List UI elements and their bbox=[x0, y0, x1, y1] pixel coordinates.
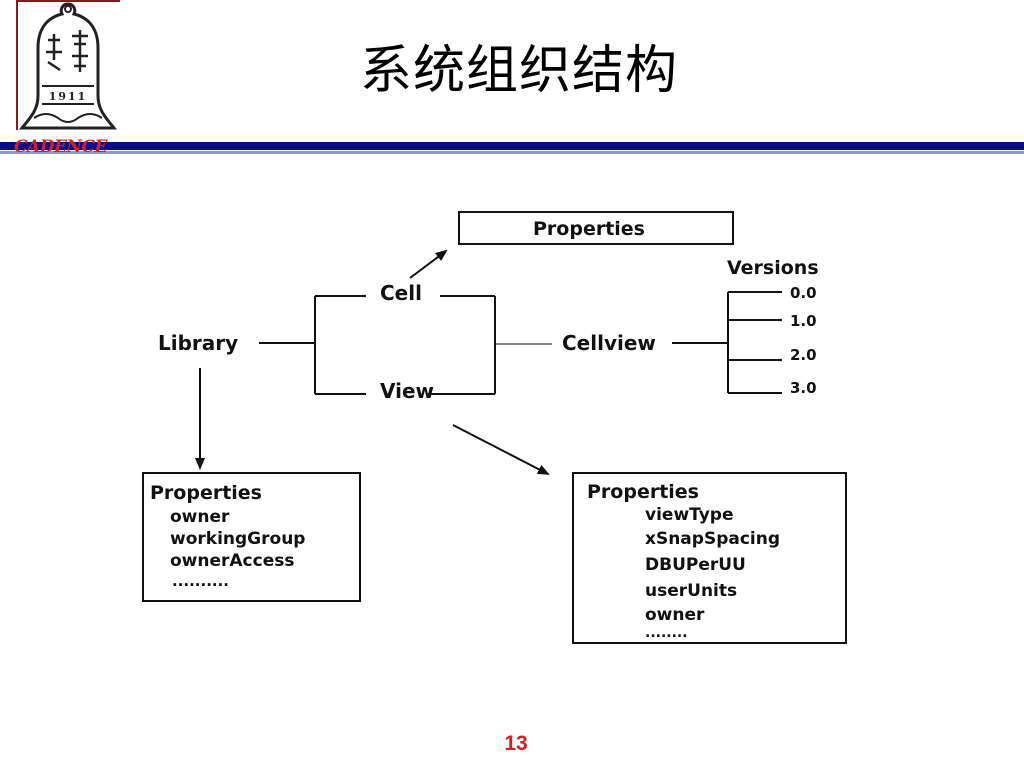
cellview-label: Cellview bbox=[562, 331, 656, 355]
library-property-item: .......... bbox=[172, 572, 229, 590]
logo-year: 1911 bbox=[49, 90, 88, 103]
view-property-item: xSnapSpacing bbox=[645, 529, 780, 549]
view-property-item: viewType bbox=[645, 505, 734, 525]
logo-frame-side bbox=[16, 0, 18, 130]
library-properties-title: Properties bbox=[150, 482, 262, 504]
library-property-item: owner bbox=[170, 507, 230, 527]
header-bar-light bbox=[0, 151, 1024, 154]
header-bar bbox=[0, 142, 1024, 156]
view-to-properties-arrow bbox=[452, 424, 550, 475]
view-property-item: owner bbox=[645, 605, 705, 625]
cell-to-properties-arrow bbox=[409, 249, 448, 279]
logo-frame-top bbox=[16, 0, 120, 2]
slide-title: 系统组织结构 bbox=[360, 41, 679, 101]
cell-label: Cell bbox=[380, 281, 422, 305]
cell-properties-title: Properties bbox=[533, 218, 645, 240]
view-property-item: userUnits bbox=[645, 581, 737, 601]
view-properties-title: Properties bbox=[587, 481, 699, 503]
brand-label: CADENCE bbox=[14, 137, 107, 157]
library-property-item: workingGroup bbox=[170, 529, 305, 549]
view-property-item: DBUPerUU bbox=[645, 555, 746, 575]
versions-title: Versions bbox=[727, 257, 819, 279]
view-properties-box bbox=[572, 472, 847, 644]
header-bar-dark bbox=[0, 142, 1024, 150]
view-label: View bbox=[380, 379, 434, 403]
view-property-item: ........ bbox=[645, 625, 688, 641]
version-item: 3.0 bbox=[790, 379, 817, 397]
library-properties-box bbox=[142, 472, 361, 602]
version-item: 2.0 bbox=[790, 346, 817, 364]
page-number: 13 bbox=[504, 732, 528, 755]
cell-properties-box bbox=[458, 211, 734, 245]
library-label: Library bbox=[158, 331, 238, 355]
version-item: 0.0 bbox=[790, 284, 817, 302]
library-property-item: ownerAccess bbox=[170, 551, 294, 571]
version-item: 1.0 bbox=[790, 312, 817, 330]
university-bell-logo: 1911 bbox=[18, 2, 118, 130]
